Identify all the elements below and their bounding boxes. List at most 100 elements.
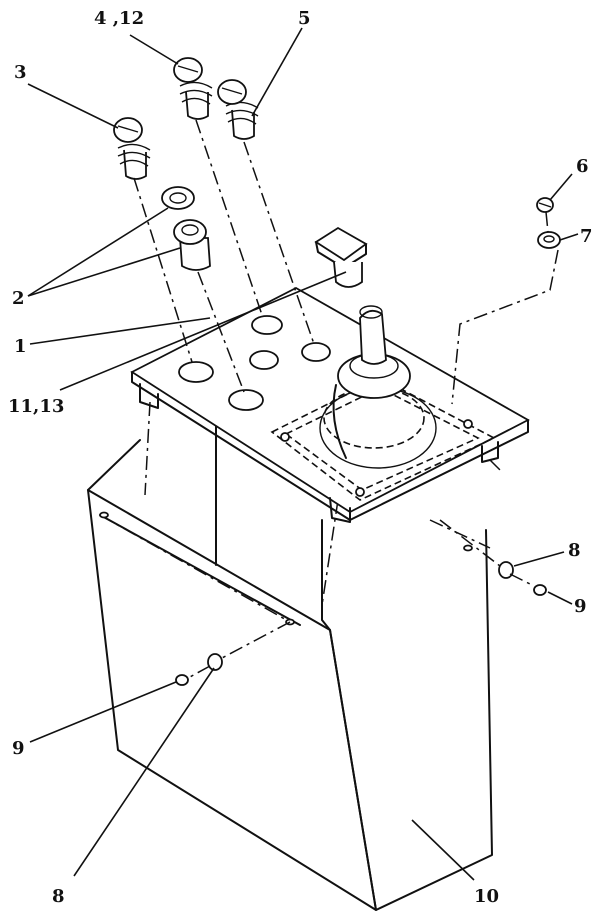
switch-3 bbox=[113, 117, 151, 180]
switch-parts bbox=[113, 57, 561, 686]
align-line-d bbox=[489, 459, 501, 471]
switch-4-threads bbox=[179, 81, 213, 105]
housing-box bbox=[87, 401, 501, 911]
label-9-left: 9 bbox=[12, 738, 25, 759]
leader-7 bbox=[559, 233, 579, 241]
label-1: 1 bbox=[14, 336, 27, 357]
align-line-b bbox=[321, 499, 339, 606]
housing-hole-right bbox=[463, 544, 473, 552]
label-3: 3 bbox=[14, 62, 27, 83]
washer-8-right bbox=[498, 561, 514, 579]
leader-10 bbox=[411, 819, 475, 881]
axis-switch-5 bbox=[243, 141, 315, 345]
housing-hole-left bbox=[99, 511, 109, 519]
leader-9-left bbox=[29, 681, 177, 743]
label-11-13: 11,13 bbox=[8, 396, 64, 417]
housing-inner-right bbox=[321, 519, 331, 631]
boot-left-contour bbox=[332, 384, 347, 459]
screw-9-left bbox=[175, 674, 189, 686]
washer-2-hole bbox=[169, 192, 187, 204]
leader-11 bbox=[59, 271, 347, 391]
plate-tab-left bbox=[139, 383, 159, 409]
axis-washer-8-right bbox=[439, 519, 501, 567]
leader-5 bbox=[251, 27, 303, 117]
plate-tab-right bbox=[481, 441, 499, 463]
button-11 bbox=[314, 226, 368, 288]
washer-2 bbox=[161, 186, 195, 210]
leader-lines bbox=[27, 27, 579, 881]
assembly-lines bbox=[133, 119, 559, 679]
switch-5 bbox=[217, 79, 259, 140]
lamp-2 bbox=[173, 219, 211, 271]
label-2: 2 bbox=[12, 288, 25, 309]
housing-hidden-line bbox=[99, 514, 291, 623]
leader-3 bbox=[27, 83, 119, 129]
label-8-bottom: 8 bbox=[52, 886, 65, 907]
top-plate bbox=[130, 286, 530, 523]
axis-switch-4 bbox=[195, 119, 263, 316]
washer-8-left bbox=[207, 653, 223, 671]
axis-nut-7 bbox=[451, 249, 559, 405]
switch-3-threads bbox=[117, 143, 151, 167]
leader-4 bbox=[129, 34, 179, 65]
screw-6-slot bbox=[538, 202, 552, 208]
leader-9-right bbox=[547, 591, 573, 605]
axis-screw-9-left bbox=[187, 665, 211, 679]
nut-7 bbox=[537, 231, 561, 249]
joystick-shaft bbox=[359, 309, 387, 365]
label-6: 6 bbox=[576, 156, 589, 177]
switch-3-body bbox=[123, 149, 147, 180]
axis-screw-6 bbox=[545, 211, 549, 233]
label-9-right: 9 bbox=[574, 596, 587, 617]
switch-4-knob bbox=[173, 57, 203, 83]
switch-4-body bbox=[185, 91, 209, 120]
part-labels: 3 4 ,12 5 6 7 2 1 11,13 8 9 9 8 10 bbox=[8, 8, 593, 907]
screw-9-right bbox=[533, 584, 547, 596]
leader-8-right bbox=[513, 551, 565, 567]
align-line-a bbox=[144, 401, 151, 496]
plate-tab-front bbox=[329, 497, 351, 523]
switch-5-slot bbox=[221, 87, 243, 95]
housing-top-left-edge bbox=[87, 439, 141, 491]
plate-hole-5 bbox=[301, 342, 331, 362]
label-5: 5 bbox=[298, 8, 311, 29]
switch-5-body bbox=[231, 109, 255, 140]
mount-bolt-3 bbox=[463, 419, 473, 429]
joystick-shaft-top bbox=[359, 305, 383, 319]
lamp-2-cap bbox=[173, 219, 207, 245]
axis-washer-8-left bbox=[221, 621, 291, 659]
leader-2a bbox=[27, 207, 169, 297]
leader-2b bbox=[27, 247, 181, 297]
switch-4 bbox=[173, 57, 213, 120]
plate-hole-3 bbox=[251, 315, 283, 335]
plate-hole-4 bbox=[249, 350, 279, 370]
plate-hole-2 bbox=[228, 389, 264, 411]
mount-bolt-2 bbox=[355, 487, 365, 497]
nut-7-hole bbox=[543, 235, 555, 243]
switch-3-knob bbox=[113, 117, 143, 143]
plate-hole-1 bbox=[178, 361, 214, 383]
switch-5-knob bbox=[217, 79, 247, 105]
switch-3-slot bbox=[117, 125, 139, 133]
lamp-2-lens bbox=[181, 224, 199, 236]
button-11-body bbox=[333, 261, 363, 288]
switch-5-threads bbox=[225, 101, 259, 125]
switch-4-slot bbox=[177, 65, 199, 73]
label-8-right: 8 bbox=[568, 540, 581, 561]
lamp-2-body bbox=[179, 237, 211, 271]
label-4-12: 4 ,12 bbox=[94, 8, 144, 29]
mount-bolt-1 bbox=[280, 432, 290, 442]
axis-lamp-2 bbox=[197, 271, 245, 393]
housing-right-face bbox=[329, 529, 493, 911]
align-line-c bbox=[429, 519, 491, 549]
axis-switch-3 bbox=[133, 177, 193, 363]
label-10: 10 bbox=[474, 886, 499, 907]
leader-6 bbox=[549, 173, 573, 201]
leader-1 bbox=[29, 317, 211, 345]
axis-screw-9-right bbox=[509, 573, 535, 587]
plate-top-face bbox=[130, 286, 530, 514]
joystick-mount-inner bbox=[284, 387, 480, 491]
label-7: 7 bbox=[580, 226, 593, 247]
